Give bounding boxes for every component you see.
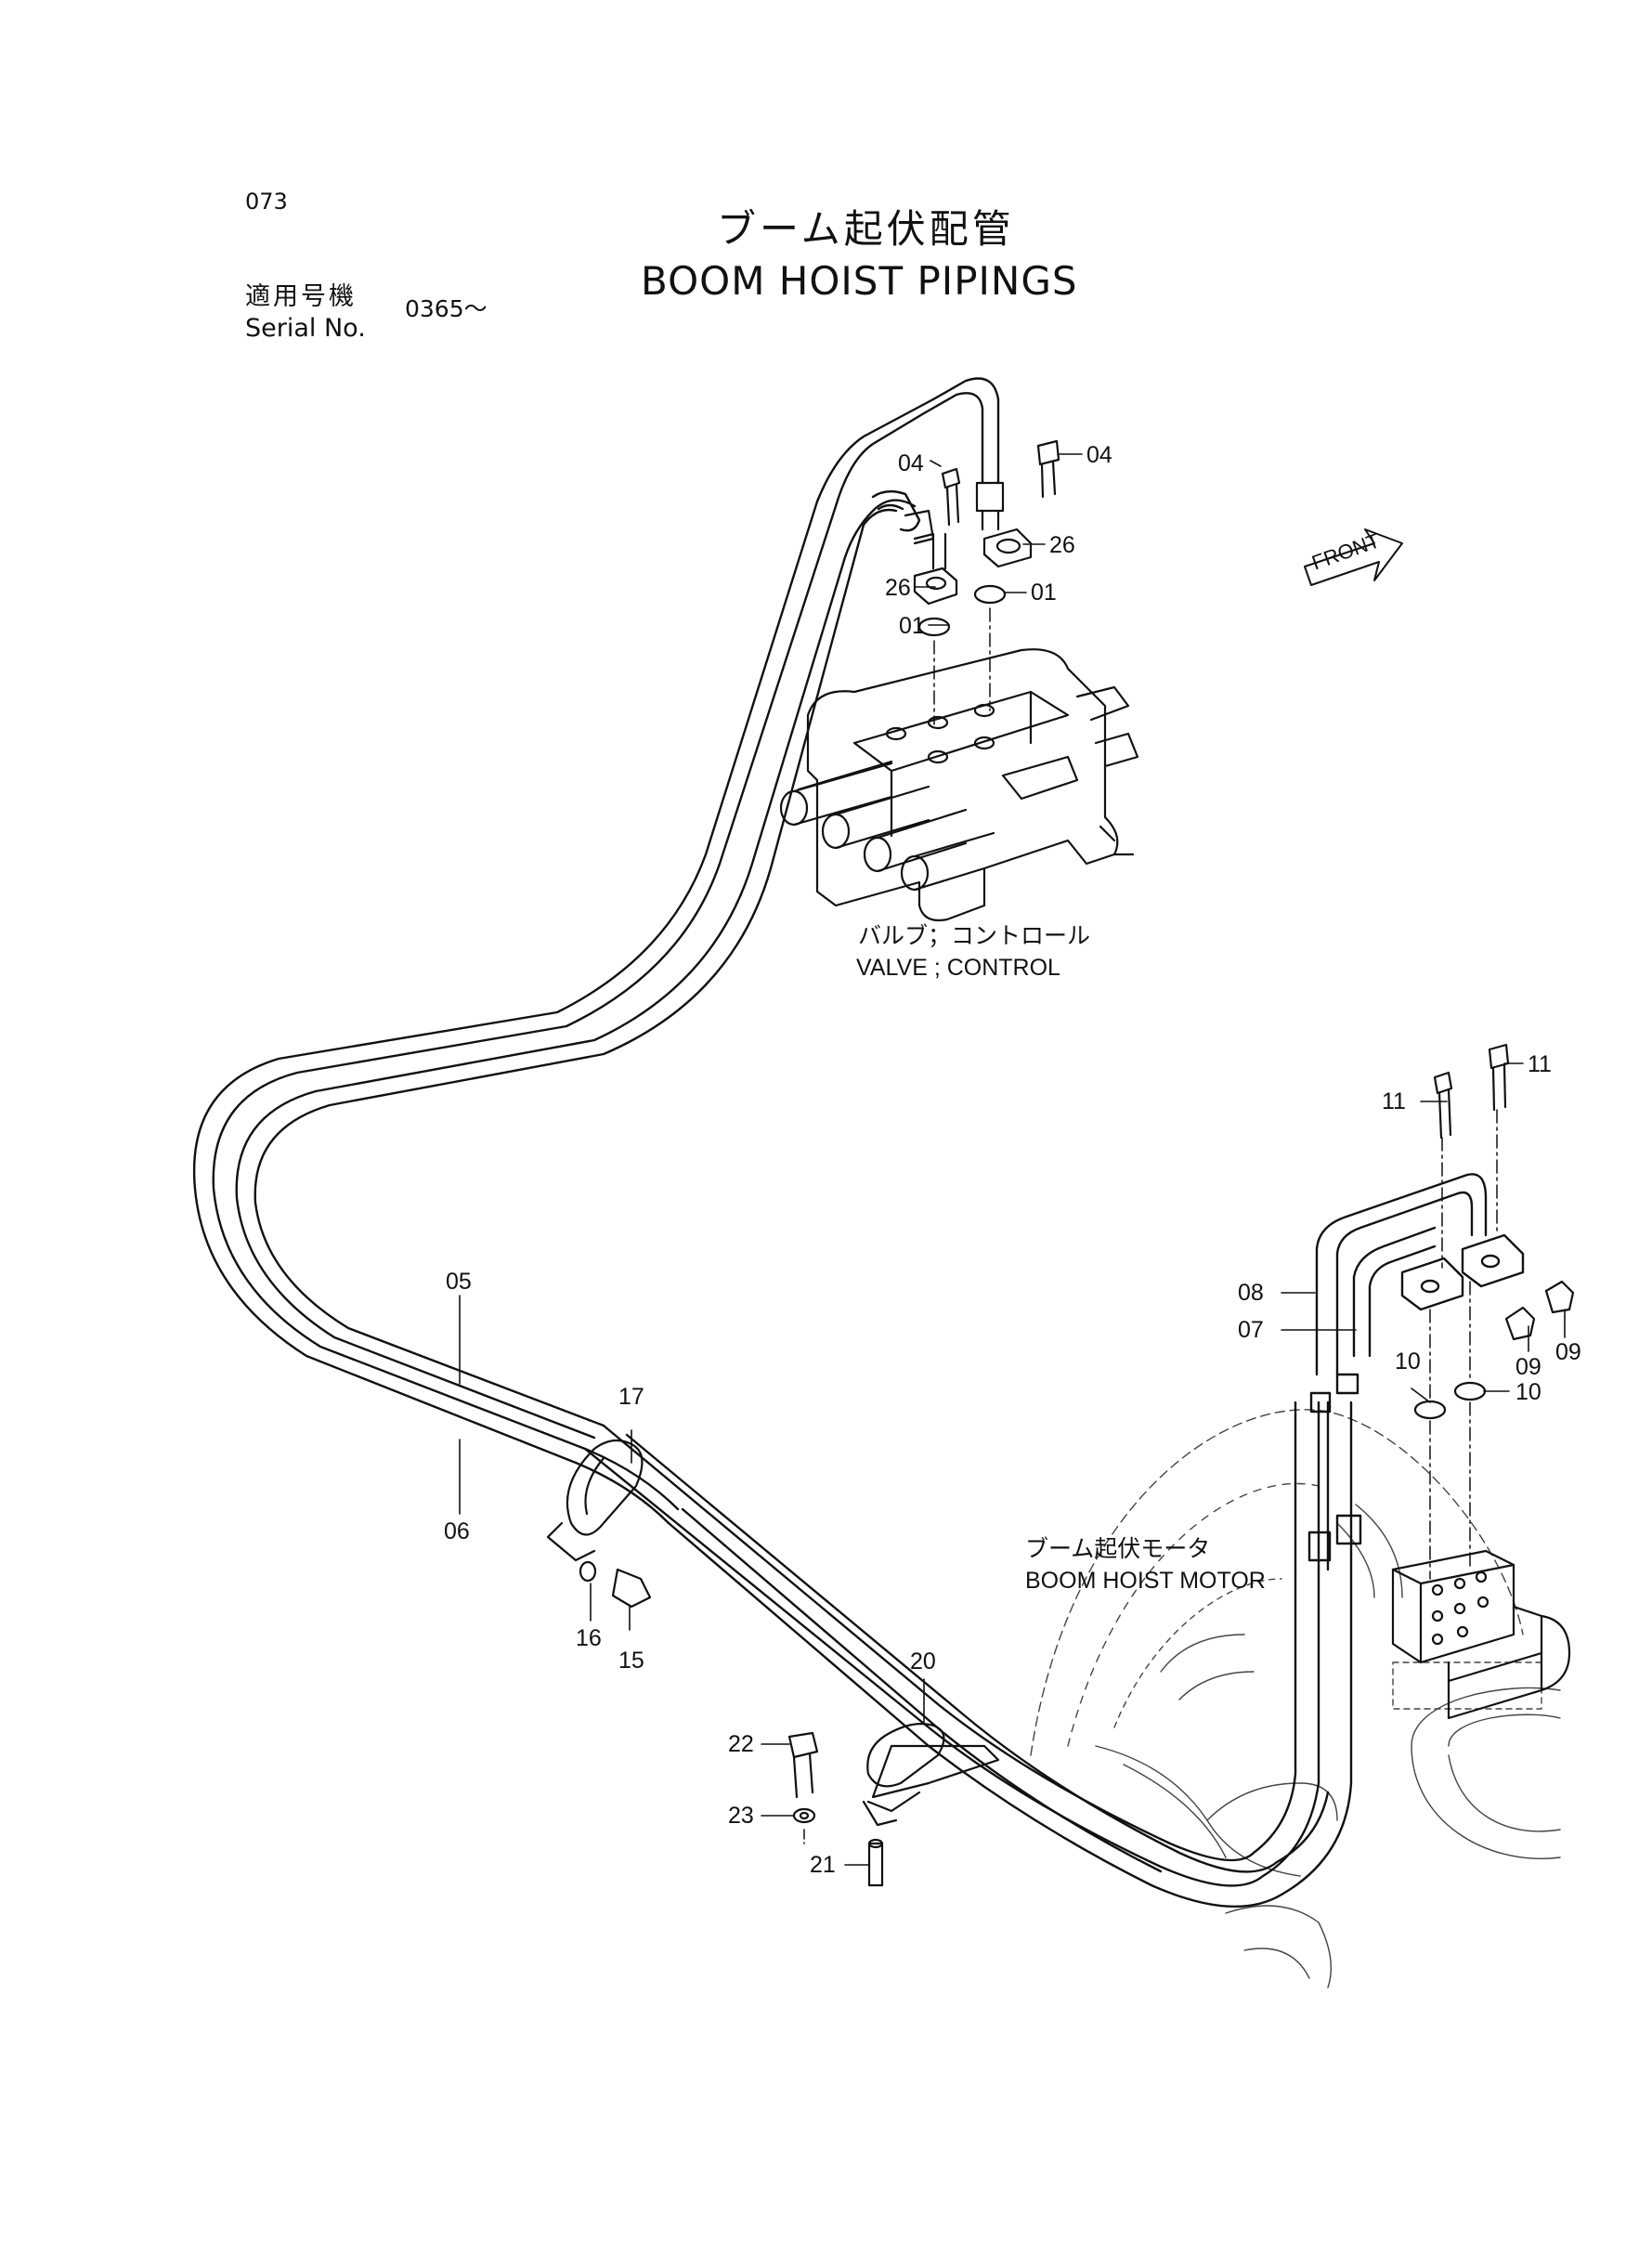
- part-label-07: 07: [1238, 1317, 1264, 1343]
- part-label-08: 08: [1238, 1280, 1264, 1306]
- part-label-22: 22: [728, 1731, 754, 1757]
- valve-caption: VALVE ; CONTROL: [856, 955, 1060, 981]
- part-label-04: 04: [898, 450, 924, 476]
- part-label-16: 16: [576, 1625, 602, 1651]
- part-label-15: 15: [618, 1648, 644, 1674]
- part-label-09: 09: [1555, 1339, 1581, 1365]
- part-label-26: 26: [1049, 532, 1075, 558]
- leader-lines: [459, 453, 1566, 1866]
- serial-value: 0365～: [405, 295, 488, 322]
- part-label-04: 04: [1086, 442, 1112, 468]
- clamp-17: [546, 1439, 652, 1609]
- part-label-21: 21: [810, 1852, 836, 1878]
- hose-06: [235, 489, 921, 1440]
- motor-caption: BOOM HOIST MOTOR: [1025, 1568, 1266, 1594]
- page-number: 073: [245, 189, 288, 215]
- part-label-11: 11: [1528, 1051, 1552, 1077]
- part-label-20: 20: [910, 1648, 936, 1674]
- part-label-10: 10: [1515, 1379, 1541, 1405]
- part-label-17: 17: [618, 1384, 644, 1410]
- valve-top-fittings: [904, 439, 1060, 725]
- part-label-06: 06: [444, 1518, 470, 1544]
- motor-caption-japanese: ブーム起伏モータ: [1025, 1536, 1211, 1562]
- motor-port-block: [1391, 1549, 1571, 1720]
- hose-05: [192, 377, 1000, 1525]
- serial-label-japanese: 適用号機: [245, 282, 357, 311]
- part-label-10: 10: [1395, 1348, 1421, 1375]
- part-label-23: 23: [728, 1803, 754, 1829]
- part-label-01: 01: [1031, 580, 1057, 606]
- pipes-07-08: [1294, 1173, 1525, 1571]
- motor-top-fittings: [1413, 1043, 1575, 1580]
- page-title: BOOM HOIST PIPINGS: [641, 258, 1078, 304]
- serial-label: Serial No.: [245, 314, 366, 343]
- valve-caption-japanese: バルブ；コントロール: [858, 923, 1091, 949]
- hose-run-lower: [583, 1424, 1353, 1908]
- part-label-05: 05: [446, 1269, 472, 1295]
- part-label-11: 11: [1382, 1088, 1406, 1114]
- part-label-01: 01: [899, 613, 925, 639]
- control-valve: [779, 648, 1139, 922]
- boom-hoist-motor-outline: [1030, 1409, 1561, 1988]
- clamp-20: [787, 1723, 1000, 1887]
- part-label-09: 09: [1515, 1354, 1541, 1380]
- front-arrow-icon: [1304, 528, 1403, 586]
- title-japanese: ブーム起伏配管: [717, 206, 1015, 252]
- part-label-26: 26: [885, 575, 911, 601]
